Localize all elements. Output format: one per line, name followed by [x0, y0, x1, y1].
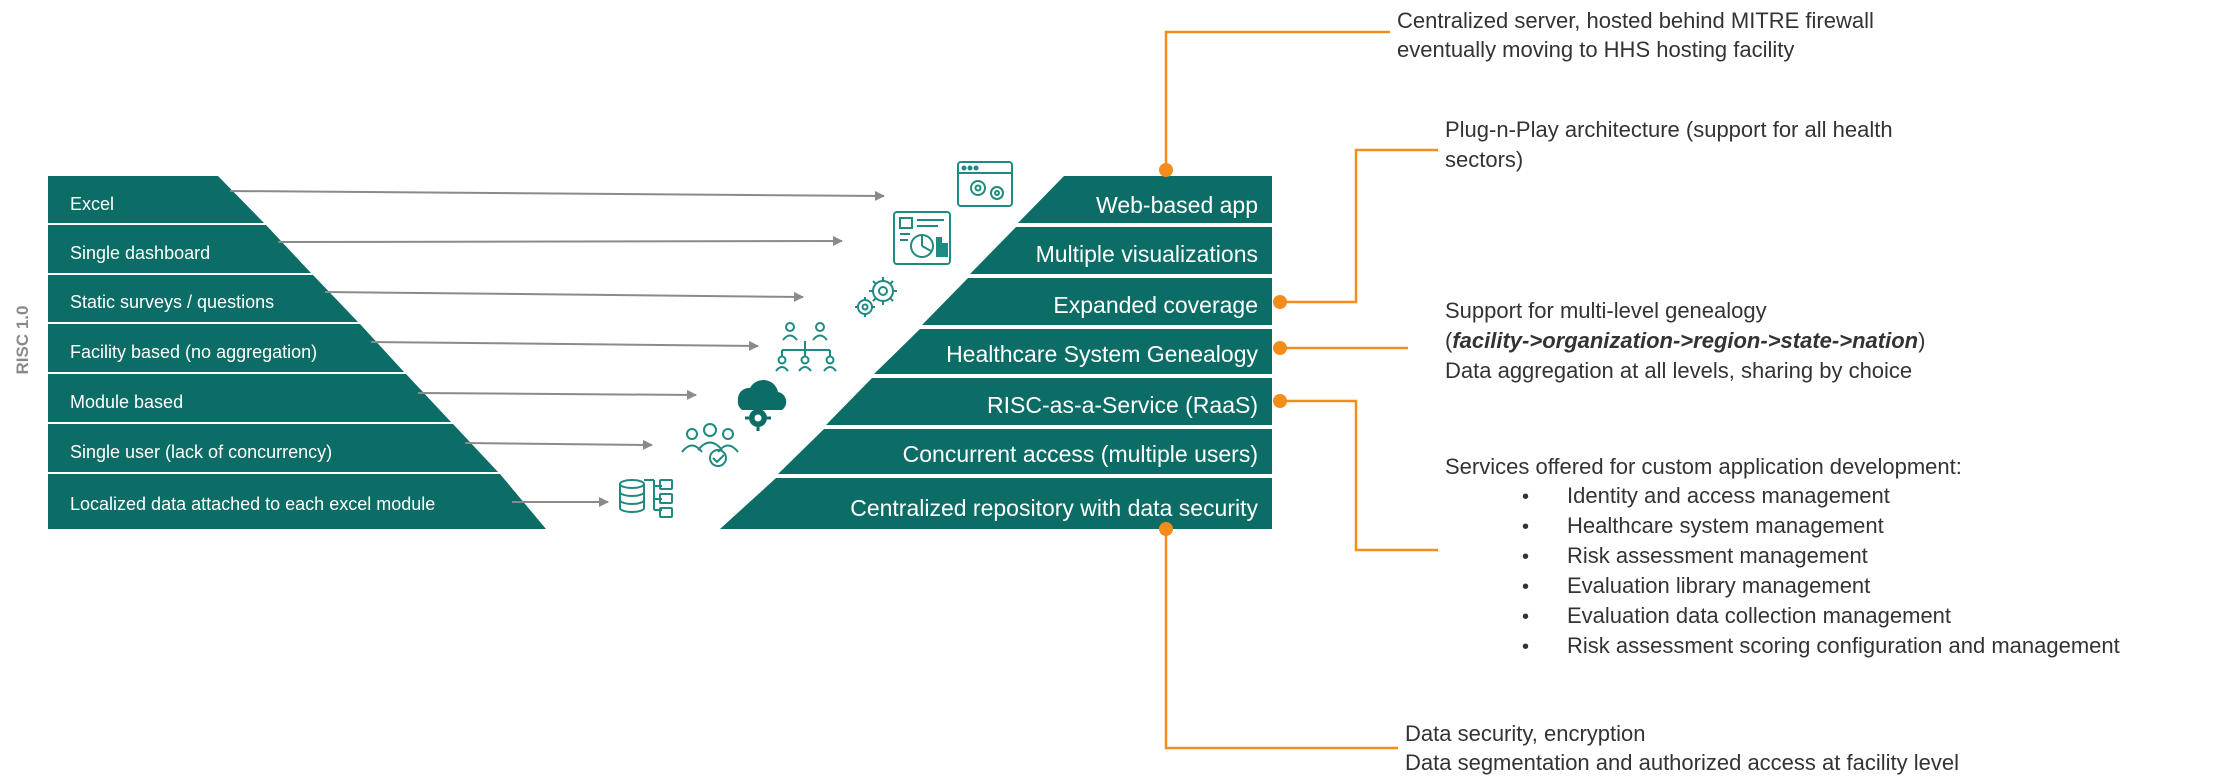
bullet: •	[1522, 576, 1529, 598]
right-stack: Web-based app Multiple visualizations Ex…	[720, 176, 1272, 529]
callout-line: Support for multi-level genealogy	[1445, 298, 1767, 323]
connector-dot	[1159, 163, 1173, 177]
right-band-7	[720, 478, 1272, 529]
bullet: •	[1522, 636, 1529, 658]
arrow	[370, 340, 759, 351]
callout-genealogy: Support for multi-level genealogy (facil…	[1445, 298, 1925, 383]
connector-security	[1164, 529, 1398, 750]
left-band-label: Single dashboard	[70, 243, 210, 263]
left-band-label: Single user (lack of concurrency)	[70, 442, 332, 462]
service-item: Identity and access management	[1567, 483, 1890, 508]
connector-services	[1280, 399, 1438, 552]
right-band-3	[922, 278, 1272, 325]
services-heading: Services offered for custom application …	[1445, 454, 1962, 479]
connector-plug-n-play	[1280, 148, 1438, 304]
org-chart-icon	[775, 322, 837, 372]
dashboard-icon	[893, 211, 951, 265]
callout-line: Plug-n-Play architecture (support for al…	[1445, 117, 1893, 142]
right-band-1	[1018, 176, 1272, 223]
left-band-4	[48, 324, 404, 372]
database-icon	[619, 479, 673, 518]
right-band-label: Centralized repository with data securit…	[850, 495, 1258, 521]
left-band-3	[48, 275, 358, 322]
right-band-label: RISC-as-a-Service (RaaS)	[987, 392, 1258, 418]
left-band-5	[48, 374, 451, 422]
callout-line-genealogy-path: (facility->organization->region->state->…	[1445, 328, 1925, 353]
cloud-gear-icon	[737, 379, 787, 431]
callout-line: Data segmentation and authorized access …	[1405, 750, 1959, 775]
left-band-label: Facility based (no aggregation)	[70, 342, 317, 362]
right-band-2	[970, 227, 1272, 274]
service-item: Risk assessment scoring configuration an…	[1567, 633, 2120, 658]
callout-web-app: Centralized server, hosted behind MITRE …	[1397, 8, 1874, 62]
callout-security: Data security, encryption Data segmentat…	[1405, 721, 1959, 775]
left-band-1	[48, 176, 264, 223]
connector-dot	[1273, 394, 1287, 408]
callout-line: Data aggregation at all levels, sharing …	[1445, 358, 1912, 383]
left-band-7	[48, 474, 546, 529]
arrows	[229, 190, 885, 507]
left-band-label: Localized data attached to each excel mo…	[70, 494, 435, 514]
web-app-icon	[957, 161, 1013, 207]
connector-dot	[1273, 341, 1287, 355]
right-band-6	[778, 429, 1272, 474]
connector-dot	[1159, 522, 1173, 536]
left-band-2	[48, 225, 311, 273]
service-item: Evaluation data collection management	[1567, 603, 1951, 628]
right-band-5	[826, 378, 1272, 425]
paren-open: (	[1445, 328, 1453, 353]
callout-plug-n-play: Plug-n-Play architecture (support for al…	[1445, 117, 1893, 172]
arrow	[464, 439, 653, 450]
arrow	[324, 291, 804, 302]
right-band-label: Multiple visualizations	[1036, 241, 1258, 267]
connectors	[1164, 30, 1438, 750]
service-item: Evaluation library management	[1567, 573, 1870, 598]
service-item: Risk assessment management	[1567, 543, 1868, 568]
left-band-label: Module based	[70, 392, 183, 412]
arrow	[229, 190, 885, 201]
bullet: •	[1522, 546, 1529, 568]
callout-line: sectors)	[1445, 147, 1523, 172]
right-band-label: Concurrent access (multiple users)	[903, 441, 1258, 467]
gears-icon	[855, 277, 897, 317]
callout-line: eventually moving to HHS hosting facilit…	[1397, 37, 1794, 62]
right-band-4	[874, 329, 1272, 374]
connector-dots	[1159, 163, 1287, 536]
connector-dot	[1273, 295, 1287, 309]
callout-line: Data security, encryption	[1405, 721, 1645, 746]
right-band-label: Web-based app	[1096, 192, 1258, 218]
arrow	[417, 389, 697, 400]
bullet: •	[1522, 486, 1529, 508]
side-label: RISC 1.0	[13, 306, 32, 375]
right-band-label: Expanded coverage	[1053, 292, 1258, 318]
bullet: •	[1522, 606, 1529, 628]
left-band-6	[48, 424, 498, 472]
users-icon	[681, 423, 739, 467]
arrow	[277, 236, 843, 247]
connector-web-app	[1164, 30, 1390, 170]
right-band-label: Healthcare System Genealogy	[946, 341, 1258, 367]
callout-services: Services offered for custom application …	[1445, 454, 2120, 658]
paren-close: )	[1918, 328, 1925, 353]
bullet: •	[1522, 516, 1529, 538]
genealogy-path-emphasis: facility->organization->region->state->n…	[1452, 328, 1918, 353]
left-band-label: Excel	[70, 194, 114, 214]
service-item: Healthcare system management	[1567, 513, 1884, 538]
callout-line: Centralized server, hosted behind MITRE …	[1397, 8, 1874, 33]
left-stack: Excel Single dashboard Static surveys / …	[48, 176, 546, 529]
left-band-label: Static surveys / questions	[70, 292, 274, 312]
